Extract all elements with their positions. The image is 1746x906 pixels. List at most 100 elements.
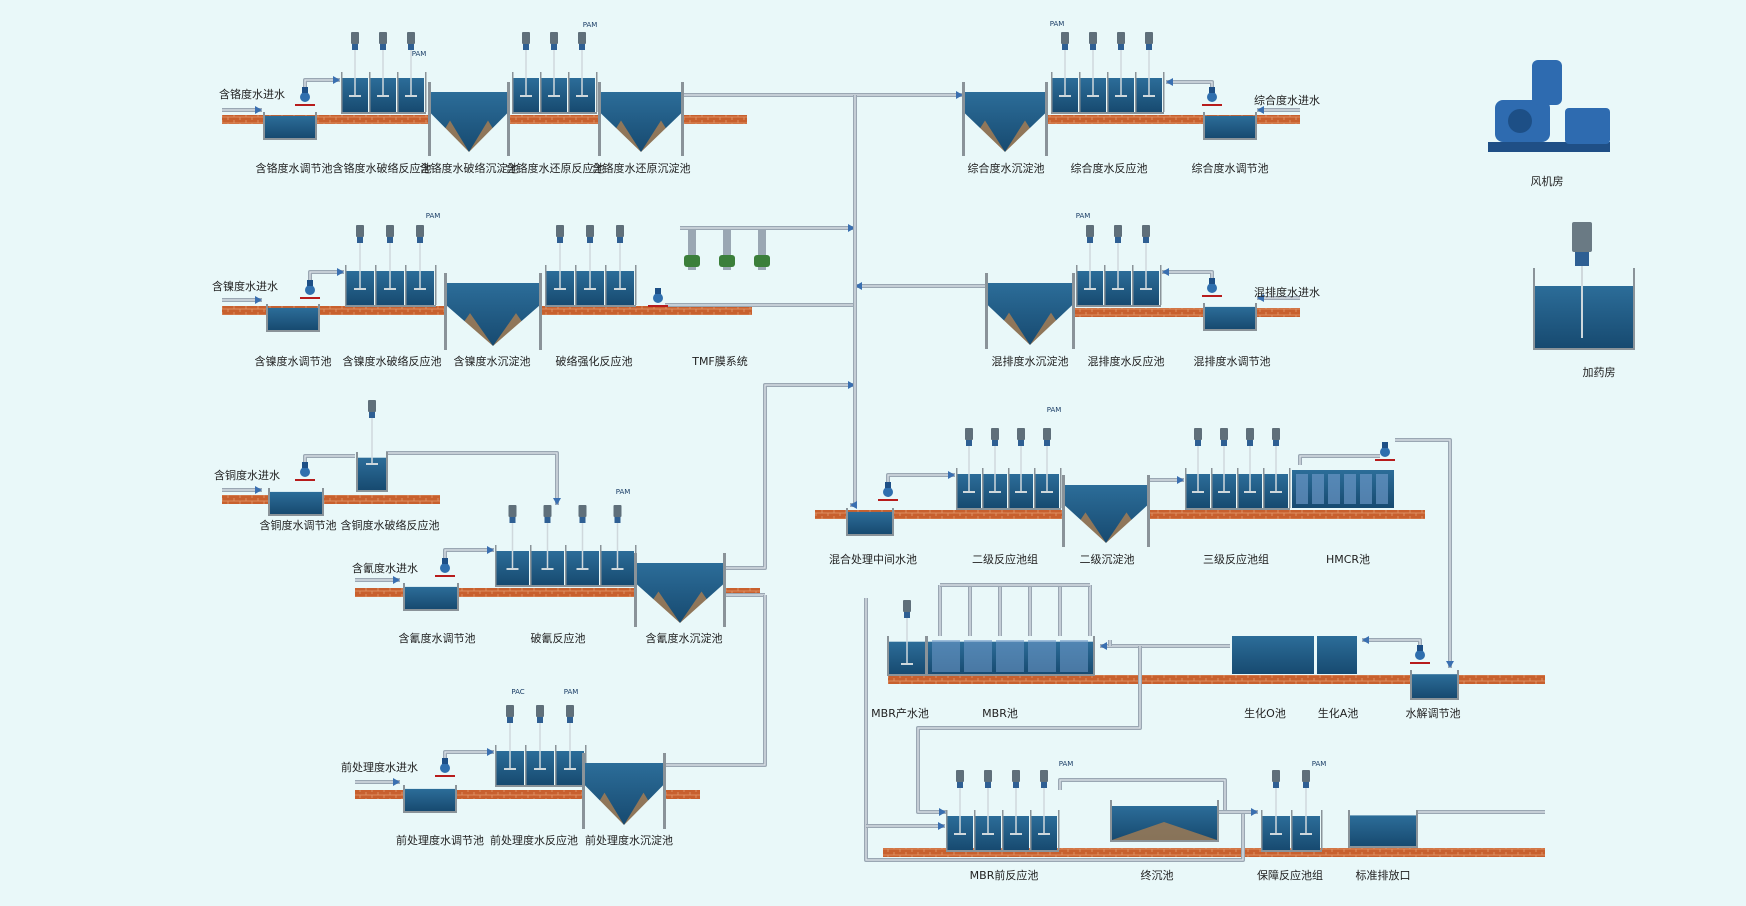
mixer-motor [536,705,544,717]
tank-wall [1533,348,1635,350]
pipe [443,750,494,761]
tank-wall [1076,265,1078,305]
regulating-tank [1205,115,1255,138]
tank-wall [723,553,726,627]
pump-motor [1382,442,1388,448]
tank-wall [405,265,407,305]
tmf-pump [684,255,700,267]
brick-ground [355,588,760,597]
dosing-mixer-motor [1572,222,1592,252]
tank-wall [341,72,343,112]
tmf-pump [719,255,735,267]
flow-arrow [855,282,862,290]
hydrolysis-tank [1412,674,1457,698]
tank-wall [1060,468,1062,508]
pump [300,467,310,477]
tank-wall [1203,138,1257,140]
mixer-gearbox [557,237,563,243]
flow-arrow [333,76,340,84]
pipe-highlight [1395,439,1451,668]
mixer-gearbox [357,237,363,243]
tank-wall [1051,72,1053,112]
mixer-gearbox [1118,44,1124,50]
tank-wall [1034,468,1036,508]
hopper-edge [1065,505,1106,543]
pump [440,763,450,773]
hopper-edge [601,113,641,152]
flow-arrow [848,224,855,232]
tank-wall [1072,273,1075,349]
tank-wall [263,112,265,138]
flow-arrow [850,501,857,509]
mixer-gearbox [408,44,414,50]
tank-wall [268,488,270,514]
mixer-motor [1194,428,1202,440]
pump-motor [885,482,891,488]
tank-wall [266,304,268,330]
tank-wall [1348,846,1418,848]
pipe [1162,270,1214,282]
tank-wall [507,82,510,156]
pump [440,563,450,573]
tank-wall [512,112,597,114]
flow-arrow [1100,642,1107,650]
tank-wall [568,72,570,112]
tank-wall [268,514,324,516]
mixer-motor [1117,32,1125,44]
tank-wall [982,468,984,508]
tank-wall [1211,468,1213,508]
tank-wall [403,785,405,811]
tank-wall [565,545,567,585]
mixer-gearbox [1273,440,1279,446]
mbr-module [996,640,1024,672]
mixer-motor [351,32,359,44]
pump-motor [1417,645,1423,651]
regulating-tank [405,788,455,811]
flow-arrow [938,822,945,830]
tank-wall [1255,112,1257,138]
pump-motor [1209,87,1215,93]
tmf-membrane [723,230,731,270]
brick-ground [985,308,1300,317]
tank-wall [356,490,388,492]
tank-wall [266,330,320,332]
mixer-motor [984,770,992,782]
tank-wall [1203,329,1257,331]
tank-wall [425,72,427,112]
pump-motor [655,288,661,294]
mixer-gearbox [387,237,393,243]
mixer-motor [1114,225,1122,237]
tank-wall [495,745,497,785]
flow-arrow [393,576,400,584]
hopper-edge [493,305,539,346]
tank-wall [1160,265,1162,305]
tank-wall [1410,698,1459,700]
flow-arrow [255,296,262,304]
tank-wall [1110,800,1112,840]
flow-arrow [487,546,494,554]
regulating-tank [1205,306,1255,329]
mixer-gearbox [1044,440,1050,446]
pipe-highlight [386,452,558,505]
pump [883,487,893,497]
tank-wall [322,488,324,514]
tank-wall [946,810,948,850]
flow-arrow [393,778,400,786]
tank-wall [356,452,358,490]
mixer-gearbox [1115,237,1121,243]
bio-o-tank [1232,636,1314,674]
blower-motor [1565,108,1610,144]
tank-wall [1008,468,1010,508]
mixer-gearbox [509,517,516,523]
tank-wall [575,265,577,305]
mixer-gearbox [614,517,621,523]
hopper-edge [680,584,723,623]
mixer-motor [416,225,424,237]
hopper-edge [585,785,624,825]
mixer-motor [1017,428,1025,440]
hopper-edge [1030,305,1072,345]
mixer-motor [578,32,586,44]
mixer-motor [368,400,376,412]
tank-wall [315,112,317,138]
